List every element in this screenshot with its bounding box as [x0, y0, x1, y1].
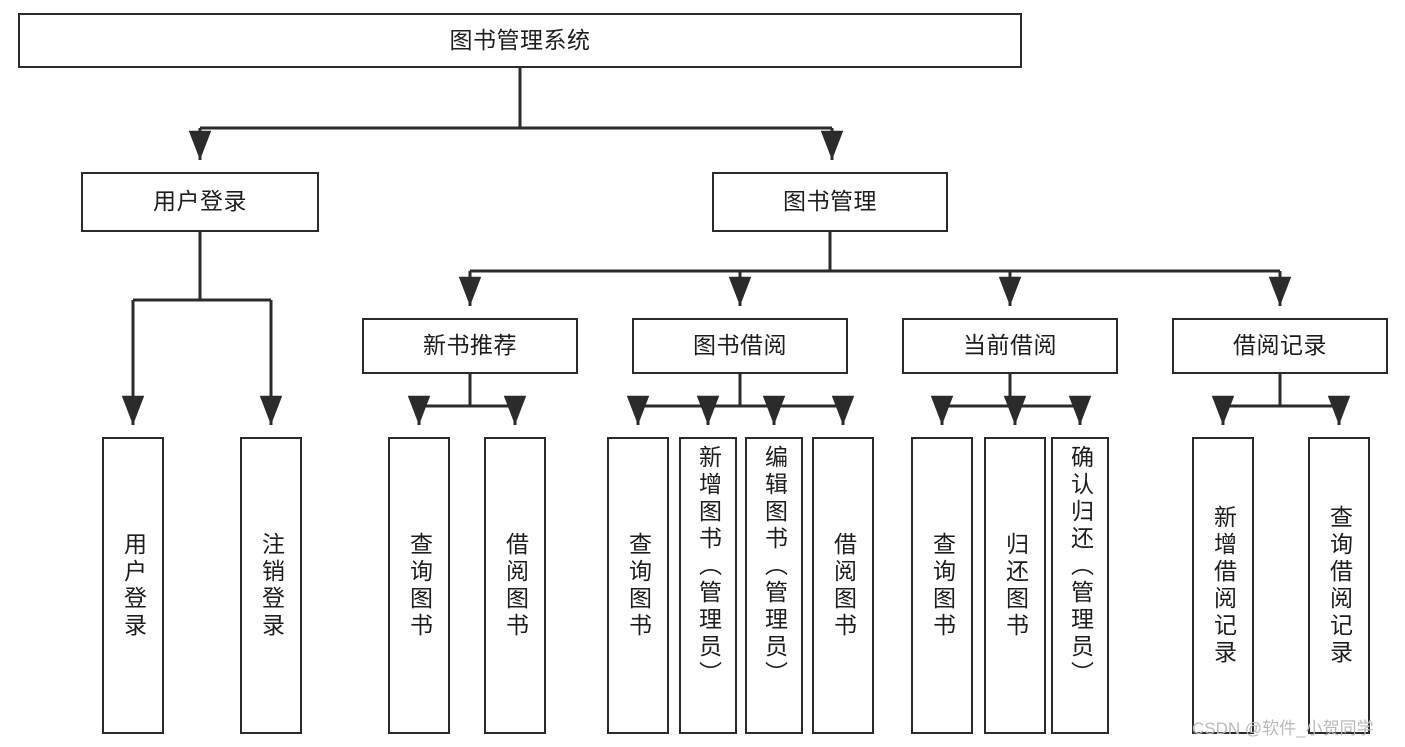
node-leaf-borrow-book[interactable]: 借阅图书: [812, 437, 874, 734]
node-leaf-query-book-borrow[interactable]: 查询图书: [607, 437, 669, 734]
node-label: 确认归还（管理员）: [1067, 445, 1094, 688]
node-root-book-management-system[interactable]: 图书管理系统: [18, 13, 1022, 68]
node-leaf-return-book[interactable]: 归还图书: [984, 437, 1046, 734]
node-leaf-logout[interactable]: 注销登录: [240, 437, 302, 734]
node-leaf-add-borrow-record[interactable]: 新增借阅记录: [1192, 437, 1254, 734]
node-label: 图书管理系统: [449, 26, 591, 53]
node-label: 借阅图书: [502, 531, 529, 640]
node-label: 图书借阅: [693, 332, 787, 359]
node-label: 查询图书: [929, 531, 956, 640]
node-leaf-add-book-admin[interactable]: 新增图书（管理员）: [679, 437, 737, 734]
node-borrow-record[interactable]: 借阅记录: [1172, 318, 1388, 374]
node-current-borrow[interactable]: 当前借阅: [902, 318, 1118, 374]
node-label: 新增借阅记录: [1210, 504, 1237, 667]
node-leaf-borrow-book-new-rec[interactable]: 借阅图书: [484, 437, 546, 734]
node-label: 用户登录: [120, 531, 147, 640]
node-label: 查询图书: [625, 531, 652, 640]
node-user-login[interactable]: 用户登录: [81, 172, 319, 232]
node-label: 查询图书: [406, 531, 433, 640]
node-label: 查询借阅记录: [1326, 504, 1353, 667]
node-label: 用户登录: [153, 188, 247, 215]
node-label: 当前借阅: [963, 332, 1057, 359]
node-leaf-query-book-current[interactable]: 查询图书: [911, 437, 973, 734]
node-new-book-recommendation[interactable]: 新书推荐: [362, 318, 578, 374]
watermark: CSDN @软件_小贺同学: [1192, 719, 1374, 738]
node-leaf-edit-book-admin[interactable]: 编辑图书（管理员）: [745, 437, 803, 734]
node-label: 借阅图书: [830, 531, 857, 640]
node-label: 新增图书（管理员）: [695, 445, 722, 688]
node-leaf-query-borrow-record[interactable]: 查询借阅记录: [1308, 437, 1370, 734]
node-label: 编辑图书（管理员）: [761, 445, 788, 688]
node-label: 借阅记录: [1233, 332, 1327, 359]
node-label: 新书推荐: [423, 332, 517, 359]
node-book-manage[interactable]: 图书管理: [712, 172, 948, 232]
node-label: 图书管理: [783, 188, 877, 215]
node-leaf-user-login[interactable]: 用户登录: [102, 437, 164, 734]
node-leaf-confirm-return-admin[interactable]: 确认归还（管理员）: [1051, 437, 1109, 734]
node-leaf-query-book-new-rec[interactable]: 查询图书: [388, 437, 450, 734]
node-label: 归还图书: [1002, 531, 1029, 640]
node-book-borrow[interactable]: 图书借阅: [632, 318, 848, 374]
node-label: 注销登录: [258, 531, 285, 640]
